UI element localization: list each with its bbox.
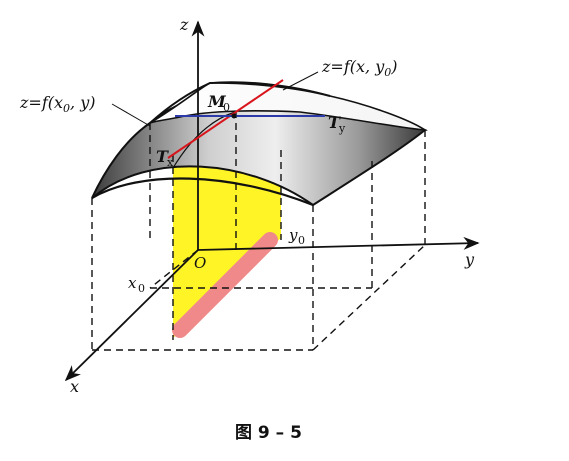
x0-label-sub: 0 <box>138 282 145 295</box>
tx-label: T <box>156 147 169 166</box>
point-m0 <box>231 113 237 119</box>
x-axis <box>64 249 199 382</box>
curve-y0-label: z=f(x, y0) <box>321 57 397 79</box>
origin-label: O <box>194 254 206 272</box>
y-axis <box>197 236 480 251</box>
curve-label-leader <box>282 71 319 91</box>
z-axis-label: z <box>179 15 189 34</box>
dashed-box <box>91 112 426 351</box>
y0-label-sub: 0 <box>298 234 305 247</box>
ty-label-sub: y <box>338 122 346 135</box>
y0-label: y <box>288 226 298 244</box>
m0-label: M <box>207 92 227 111</box>
figure-caption: 图 9 – 5 <box>235 423 302 443</box>
curve-x0-on-surface <box>172 111 236 169</box>
tx-label-sub: x <box>167 156 174 169</box>
plane-x0 <box>173 150 281 338</box>
tangent-tx <box>167 79 284 159</box>
x-axis-label: x <box>70 377 79 396</box>
y-axis-label: y <box>464 250 475 269</box>
surface-back-edge <box>149 81 331 124</box>
m0-label-sub: 0 <box>223 101 230 114</box>
surface-front-edge <box>91 177 314 207</box>
line-y0-trace <box>172 232 278 338</box>
curve-x0-label: z=f(x0, y) <box>19 93 95 115</box>
ty-label: T <box>328 113 341 132</box>
curve-x0-label-leader <box>111 103 151 127</box>
x0-label: x <box>128 274 137 292</box>
